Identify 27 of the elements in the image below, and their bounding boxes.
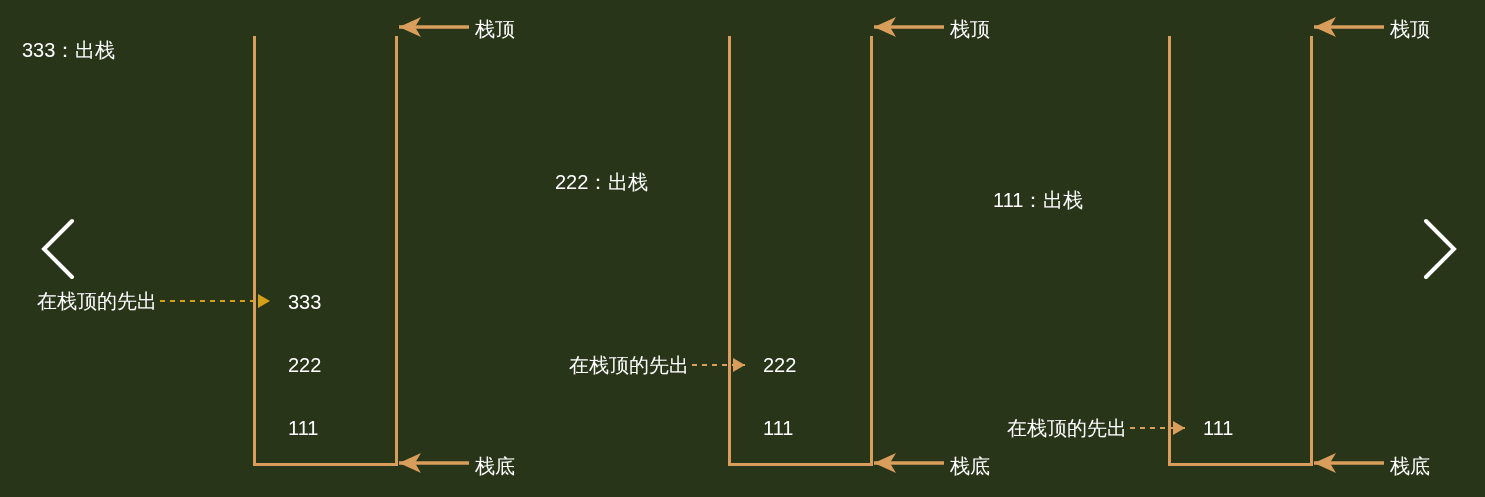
dashed-arrow <box>159 294 271 308</box>
pointer-label: 栈底 <box>950 454 991 478</box>
pointer-arrow <box>874 453 944 473</box>
stack-item: 111 <box>1203 416 1235 440</box>
note-text: 在栈顶的先出 <box>36 289 157 313</box>
stack-item: 111 <box>763 416 795 440</box>
dashed-arrow <box>1129 421 1186 435</box>
pointer-label: 栈底 <box>475 454 516 478</box>
note-text: 在栈顶的先出 <box>1006 416 1127 440</box>
stack-item: 333 <box>288 290 323 314</box>
pointer-arrow <box>1314 453 1384 473</box>
stack-item: 222 <box>288 353 323 377</box>
dashed-arrow <box>691 358 746 372</box>
stack-item: 111 <box>288 416 320 440</box>
step-label: 222：出栈 <box>555 170 649 194</box>
pointer-arrow <box>874 17 944 37</box>
step-label: 333：出栈 <box>22 38 116 62</box>
pointer-arrow <box>399 17 469 37</box>
pointer-label: 栈顶 <box>1390 17 1431 41</box>
pointer-arrow <box>1314 17 1384 37</box>
pointer-label: 栈底 <box>1390 454 1431 478</box>
pointer-label: 栈顶 <box>475 17 516 41</box>
stack-item: 222 <box>763 353 798 377</box>
pointer-arrow <box>399 453 469 473</box>
note-text: 在栈顶的先出 <box>568 353 689 377</box>
step-label: 111：出栈 <box>993 188 1084 212</box>
pointer-label: 栈顶 <box>950 17 991 41</box>
